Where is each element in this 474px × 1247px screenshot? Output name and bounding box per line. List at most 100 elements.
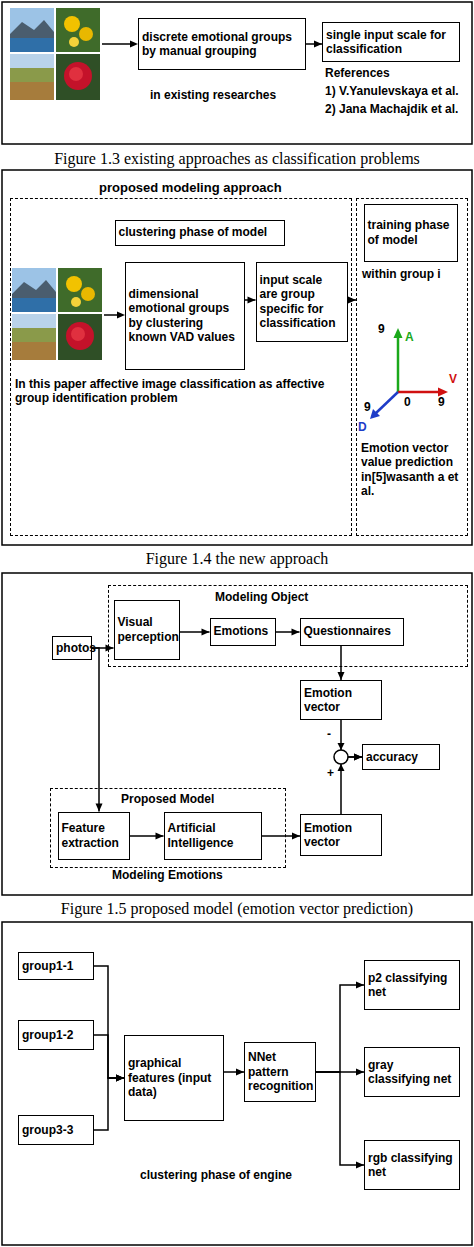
axis-label: V <box>449 372 457 386</box>
arrow-head <box>236 1069 244 1076</box>
connector-line <box>94 966 124 1078</box>
connector <box>262 833 301 840</box>
process-box: p2 classifying net <box>364 960 460 1010</box>
box-text: Visual perception <box>118 615 179 644</box>
process-box: graphical features (input data) <box>124 1035 224 1121</box>
summing-junction <box>334 750 348 764</box>
process-box: Feature extraction <box>58 812 130 860</box>
process-box: Emotions <box>210 618 276 646</box>
axis-line <box>376 392 398 413</box>
box-text: rgb classifying net <box>368 1151 456 1180</box>
process-box: dimensional emotional groups by clusteri… <box>125 262 245 370</box>
axis-tick: 9 <box>364 400 371 414</box>
box-text: training phase of model <box>368 218 454 247</box>
process-box: discrete emotional groups by manual grou… <box>138 18 306 70</box>
connector-line <box>94 1078 124 1130</box>
box-text: dimensional emotional groups by clusteri… <box>129 287 241 345</box>
process-box: Emotion vector <box>300 680 382 720</box>
connector <box>94 1075 124 1131</box>
connector <box>348 297 357 304</box>
connector-line <box>94 1035 124 1078</box>
group-heading: proposed modeling approach <box>99 180 329 196</box>
box-text: accuracy <box>366 750 418 764</box>
arrow-head <box>338 764 345 771</box>
connector-line <box>341 757 362 814</box>
arrow-head <box>116 1075 124 1082</box>
connector <box>341 720 362 761</box>
process-box: training phase of model <box>364 204 458 262</box>
arrow-head <box>338 672 345 680</box>
process-box: group3-3 <box>18 1115 94 1145</box>
note-text: in existing researches <box>150 88 276 102</box>
photo-collage <box>12 268 102 360</box>
dashed-group: Modeling ObjectVisual perception Emotions… <box>108 585 468 667</box>
connector-line <box>341 720 362 757</box>
connector <box>180 629 210 636</box>
group-heading: Modeling Object <box>215 590 345 604</box>
process-box: gray classifying net <box>364 1047 460 1097</box>
arrow-head <box>202 629 210 636</box>
axis-line <box>397 336 400 392</box>
connector-line <box>92 647 114 649</box>
arrow-head <box>116 1075 124 1082</box>
box-text: gray classifying net <box>368 1058 456 1087</box>
connector <box>92 648 103 812</box>
connector <box>92 645 114 652</box>
connector-line <box>224 1071 244 1073</box>
axis-label: D <box>358 420 367 434</box>
connector-line <box>316 985 364 1072</box>
box-text: Emotion vector <box>304 821 378 850</box>
arrow-head <box>292 833 300 840</box>
connector <box>130 833 164 840</box>
axis-label: A <box>405 330 414 344</box>
axis-tick: 9 <box>438 395 445 409</box>
process-box: photos <box>52 636 92 660</box>
connector <box>276 629 300 636</box>
panel-frame <box>2 573 472 895</box>
connector <box>338 646 345 681</box>
box-text: In this paper affective image classifica… <box>15 377 347 406</box>
connector-line <box>348 299 357 301</box>
arrow-line <box>102 43 131 45</box>
connector <box>94 966 124 1082</box>
connector-line <box>340 646 342 681</box>
connector <box>306 41 322 48</box>
process-box: accuracy <box>362 744 440 770</box>
arrow-head <box>348 297 356 304</box>
connector-line <box>245 299 256 301</box>
panel-frame <box>2 170 472 545</box>
axis-head <box>394 328 403 338</box>
arrow-head <box>338 743 345 750</box>
arrow-head <box>248 297 256 304</box>
arrow-head <box>292 629 300 636</box>
sign-label: - <box>327 727 331 741</box>
figure-caption: Figure 1.4 the new approach <box>0 549 474 568</box>
reference-item: 1) V.Yanulevskaya et al. <box>325 84 459 98</box>
arrow-head <box>106 645 114 652</box>
group-label: Modeling Emotions <box>112 868 223 882</box>
arrow-head <box>354 754 362 761</box>
connector-line <box>276 631 300 633</box>
connector <box>224 1069 244 1076</box>
arrow-line <box>104 314 118 316</box>
box-text: clustering phase of model <box>119 225 268 239</box>
process-box: input scale are group specific for class… <box>256 262 348 342</box>
arrow-head <box>314 41 322 48</box>
axis-tick: 0 <box>404 395 411 409</box>
process-box: Artificial Intelligence <box>164 812 262 860</box>
panel-frame <box>2 922 472 1245</box>
box-text: group1-1 <box>22 959 73 973</box>
sign-label: + <box>327 766 334 780</box>
photo-collage <box>10 8 100 100</box>
note-text: clustering phase of engine <box>140 1168 292 1182</box>
connector <box>245 297 256 304</box>
process-box: group1-1 <box>18 952 94 980</box>
arrow-head <box>356 982 364 989</box>
process-box: Visual perception <box>114 600 180 660</box>
connector-line <box>262 835 301 837</box>
box-text: Feature extraction <box>62 821 126 850</box>
box-text: Questionnaires <box>304 624 391 638</box>
box-text: single input scale for classification <box>326 28 456 57</box>
connector-line <box>180 631 210 633</box>
